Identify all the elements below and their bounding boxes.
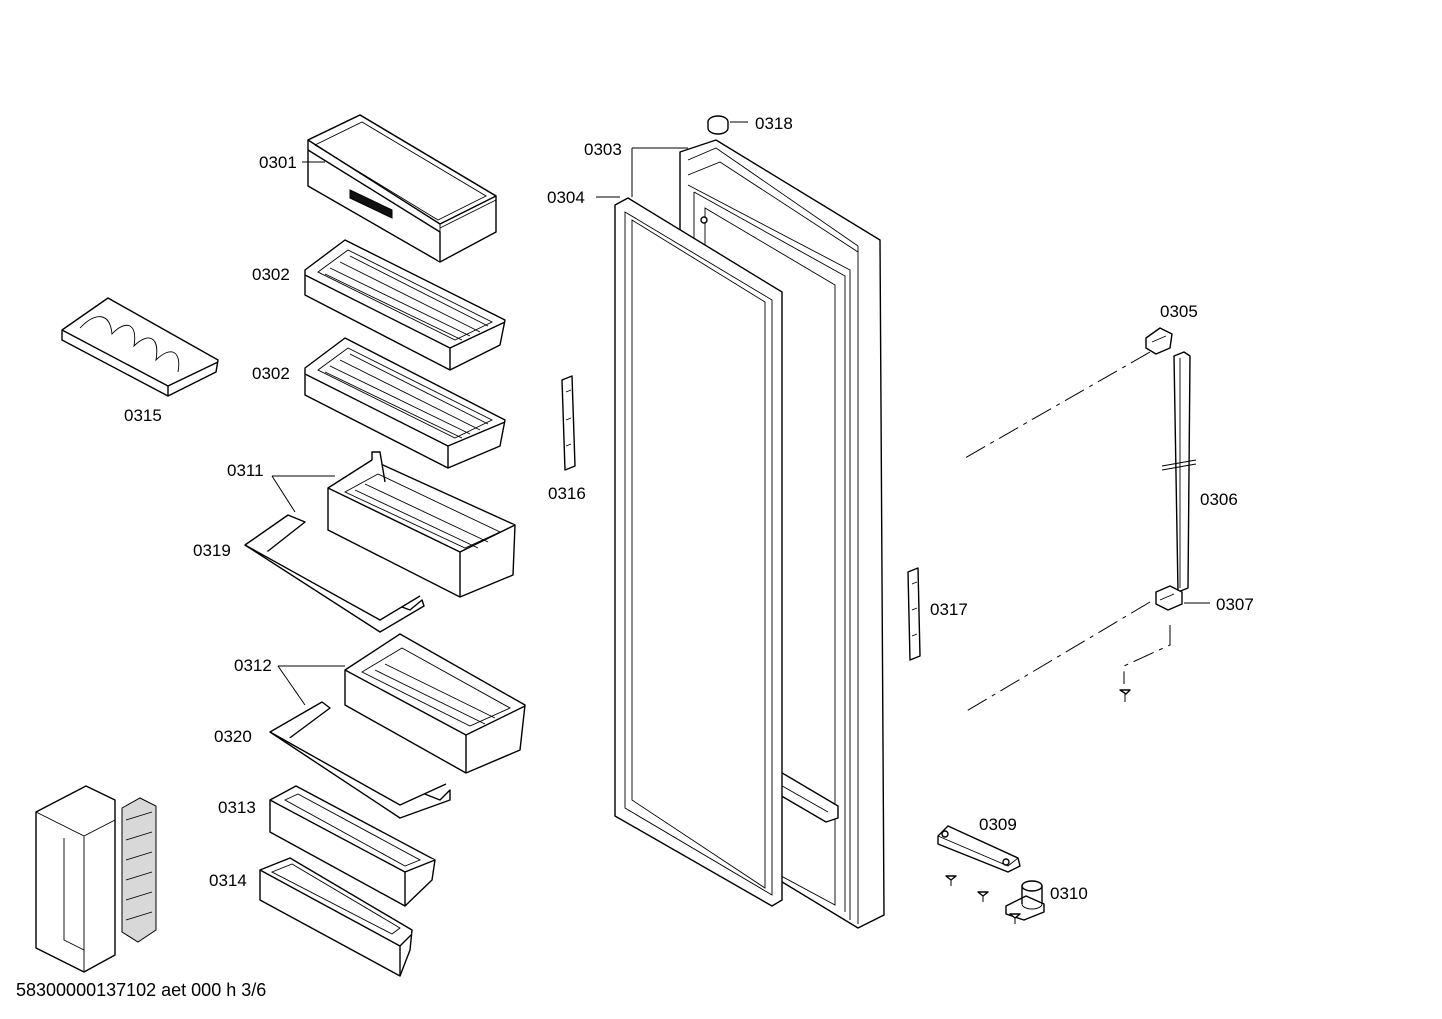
label-0309: 0309 [979, 815, 1017, 834]
assembly-lines [964, 351, 1171, 713]
label-0306: 0306 [1200, 490, 1238, 509]
part-0309-hinge-bracket [937, 825, 1021, 873]
hinge-screws [945, 875, 1021, 924]
label-0312: 0312 [234, 656, 272, 675]
drawing-number: 58300000137102 aet 000 h 3/6 [16, 980, 267, 1000]
label-0317: 0317 [930, 600, 968, 619]
part-0315-egg-tray [61, 297, 219, 397]
part-0314-bottle-shelf [259, 857, 413, 977]
part-0319-bottle-guard [244, 514, 425, 633]
part-0316-hinge-cover [561, 375, 576, 471]
leader-lines [271, 121, 1210, 706]
label-0316: 0316 [548, 484, 586, 503]
label-0314: 0314 [209, 871, 247, 890]
part-0311-door-balcony [327, 451, 516, 598]
part-0307-handle-end-cap-bottom [1155, 585, 1183, 611]
label-0302-lower: 0302 [252, 364, 290, 383]
label-0303: 0303 [584, 140, 622, 159]
part-0317-hinge-cover [907, 567, 921, 661]
label-0319: 0319 [193, 541, 231, 560]
label-0307: 0307 [1216, 595, 1254, 614]
part-0320-bottle-guard [269, 701, 451, 819]
part-0304-door-gasket [614, 197, 783, 907]
part-0312-door-balcony [344, 633, 526, 774]
label-0313: 0313 [218, 798, 256, 817]
label-0311: 0311 [227, 461, 264, 480]
part-labels: 0301 0302 0302 0303 0304 0305 0306 0307 … [124, 114, 1254, 903]
cabinet-with-filter [35, 785, 157, 973]
part-0302-shelf-upper [304, 239, 506, 371]
label-0315: 0315 [124, 406, 162, 425]
label-0305: 0305 [1160, 302, 1198, 321]
part-0302-shelf-lower [304, 337, 506, 469]
part-0318-cap [707, 115, 729, 135]
part-0313-bottle-shelf [269, 785, 436, 907]
part-0307-screw [1119, 689, 1131, 702]
label-0310: 0310 [1050, 884, 1088, 903]
label-0302-upper: 0302 [252, 265, 290, 284]
label-0304: 0304 [547, 188, 585, 207]
part-0301-dairy-compartment [307, 114, 497, 263]
label-0301: 0301 [259, 153, 297, 172]
label-0320: 0320 [214, 727, 252, 746]
part-0305-handle-end-cap-top [1145, 327, 1173, 355]
part-0306-handle-bar [1161, 351, 1197, 593]
label-0318: 0318 [755, 114, 793, 133]
